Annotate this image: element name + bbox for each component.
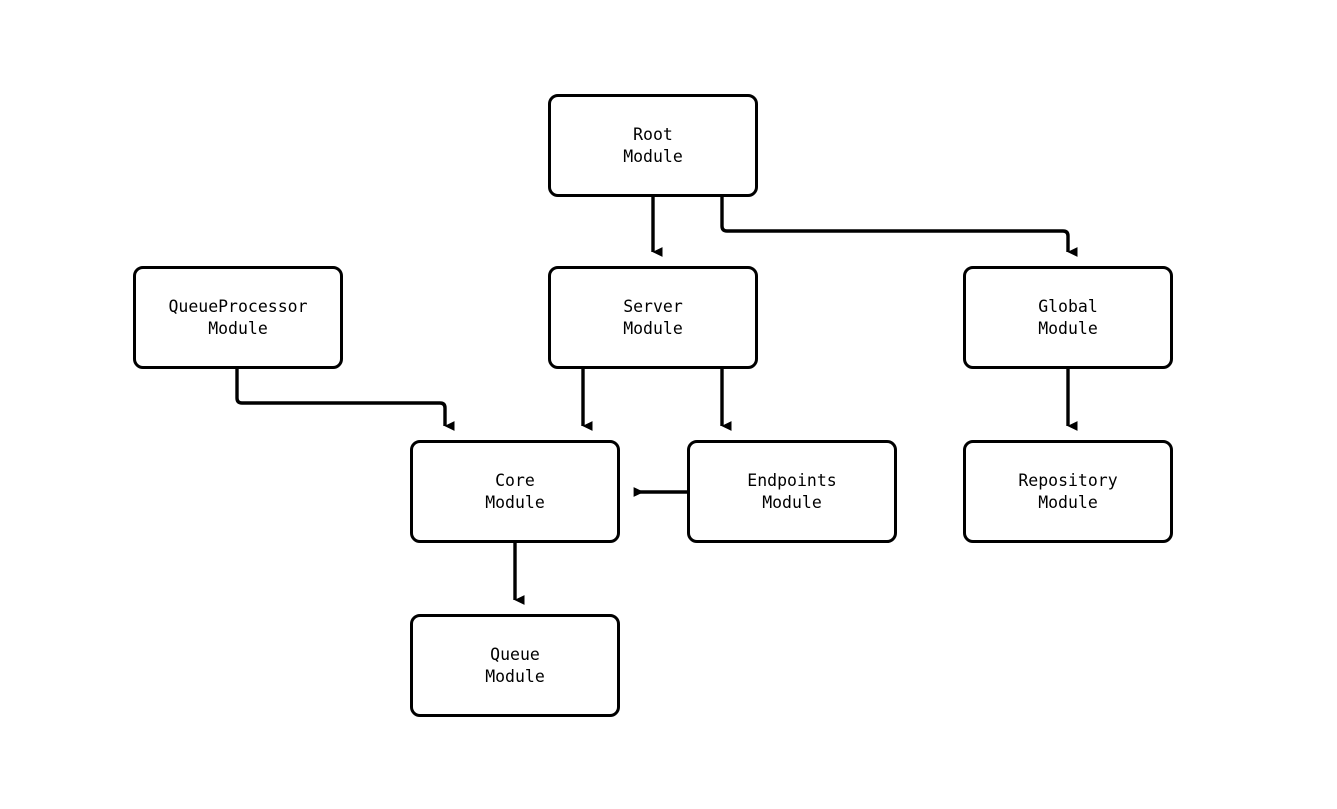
node-queue-module-label: Queue Module [485,644,545,686]
node-queue-module[interactable]: Queue Module [410,614,620,717]
node-repository-module[interactable]: Repository Module [963,440,1173,543]
node-queueprocessor-module-label: QueueProcessor Module [168,296,308,338]
node-server-module-label: Server Module [623,296,683,338]
edge-root-to-global [720,197,1078,257]
node-core-module[interactable]: Core Module [410,440,620,543]
node-queueprocessor-module[interactable]: QueueProcessor Module [133,266,343,369]
node-core-module-label: Core Module [485,470,545,512]
node-server-module[interactable]: Server Module [548,266,758,369]
node-root-module-label: Root Module [623,124,683,166]
node-endpoints-module-label: Endpoints Module [747,470,837,512]
node-root-module[interactable]: Root Module [548,94,758,197]
node-global-module-label: Global Module [1038,296,1098,338]
edge-queueprocessor-to-core [235,369,455,431]
node-endpoints-module[interactable]: Endpoints Module [687,440,897,543]
node-global-module[interactable]: Global Module [963,266,1173,369]
node-repository-module-label: Repository Module [1018,470,1118,512]
